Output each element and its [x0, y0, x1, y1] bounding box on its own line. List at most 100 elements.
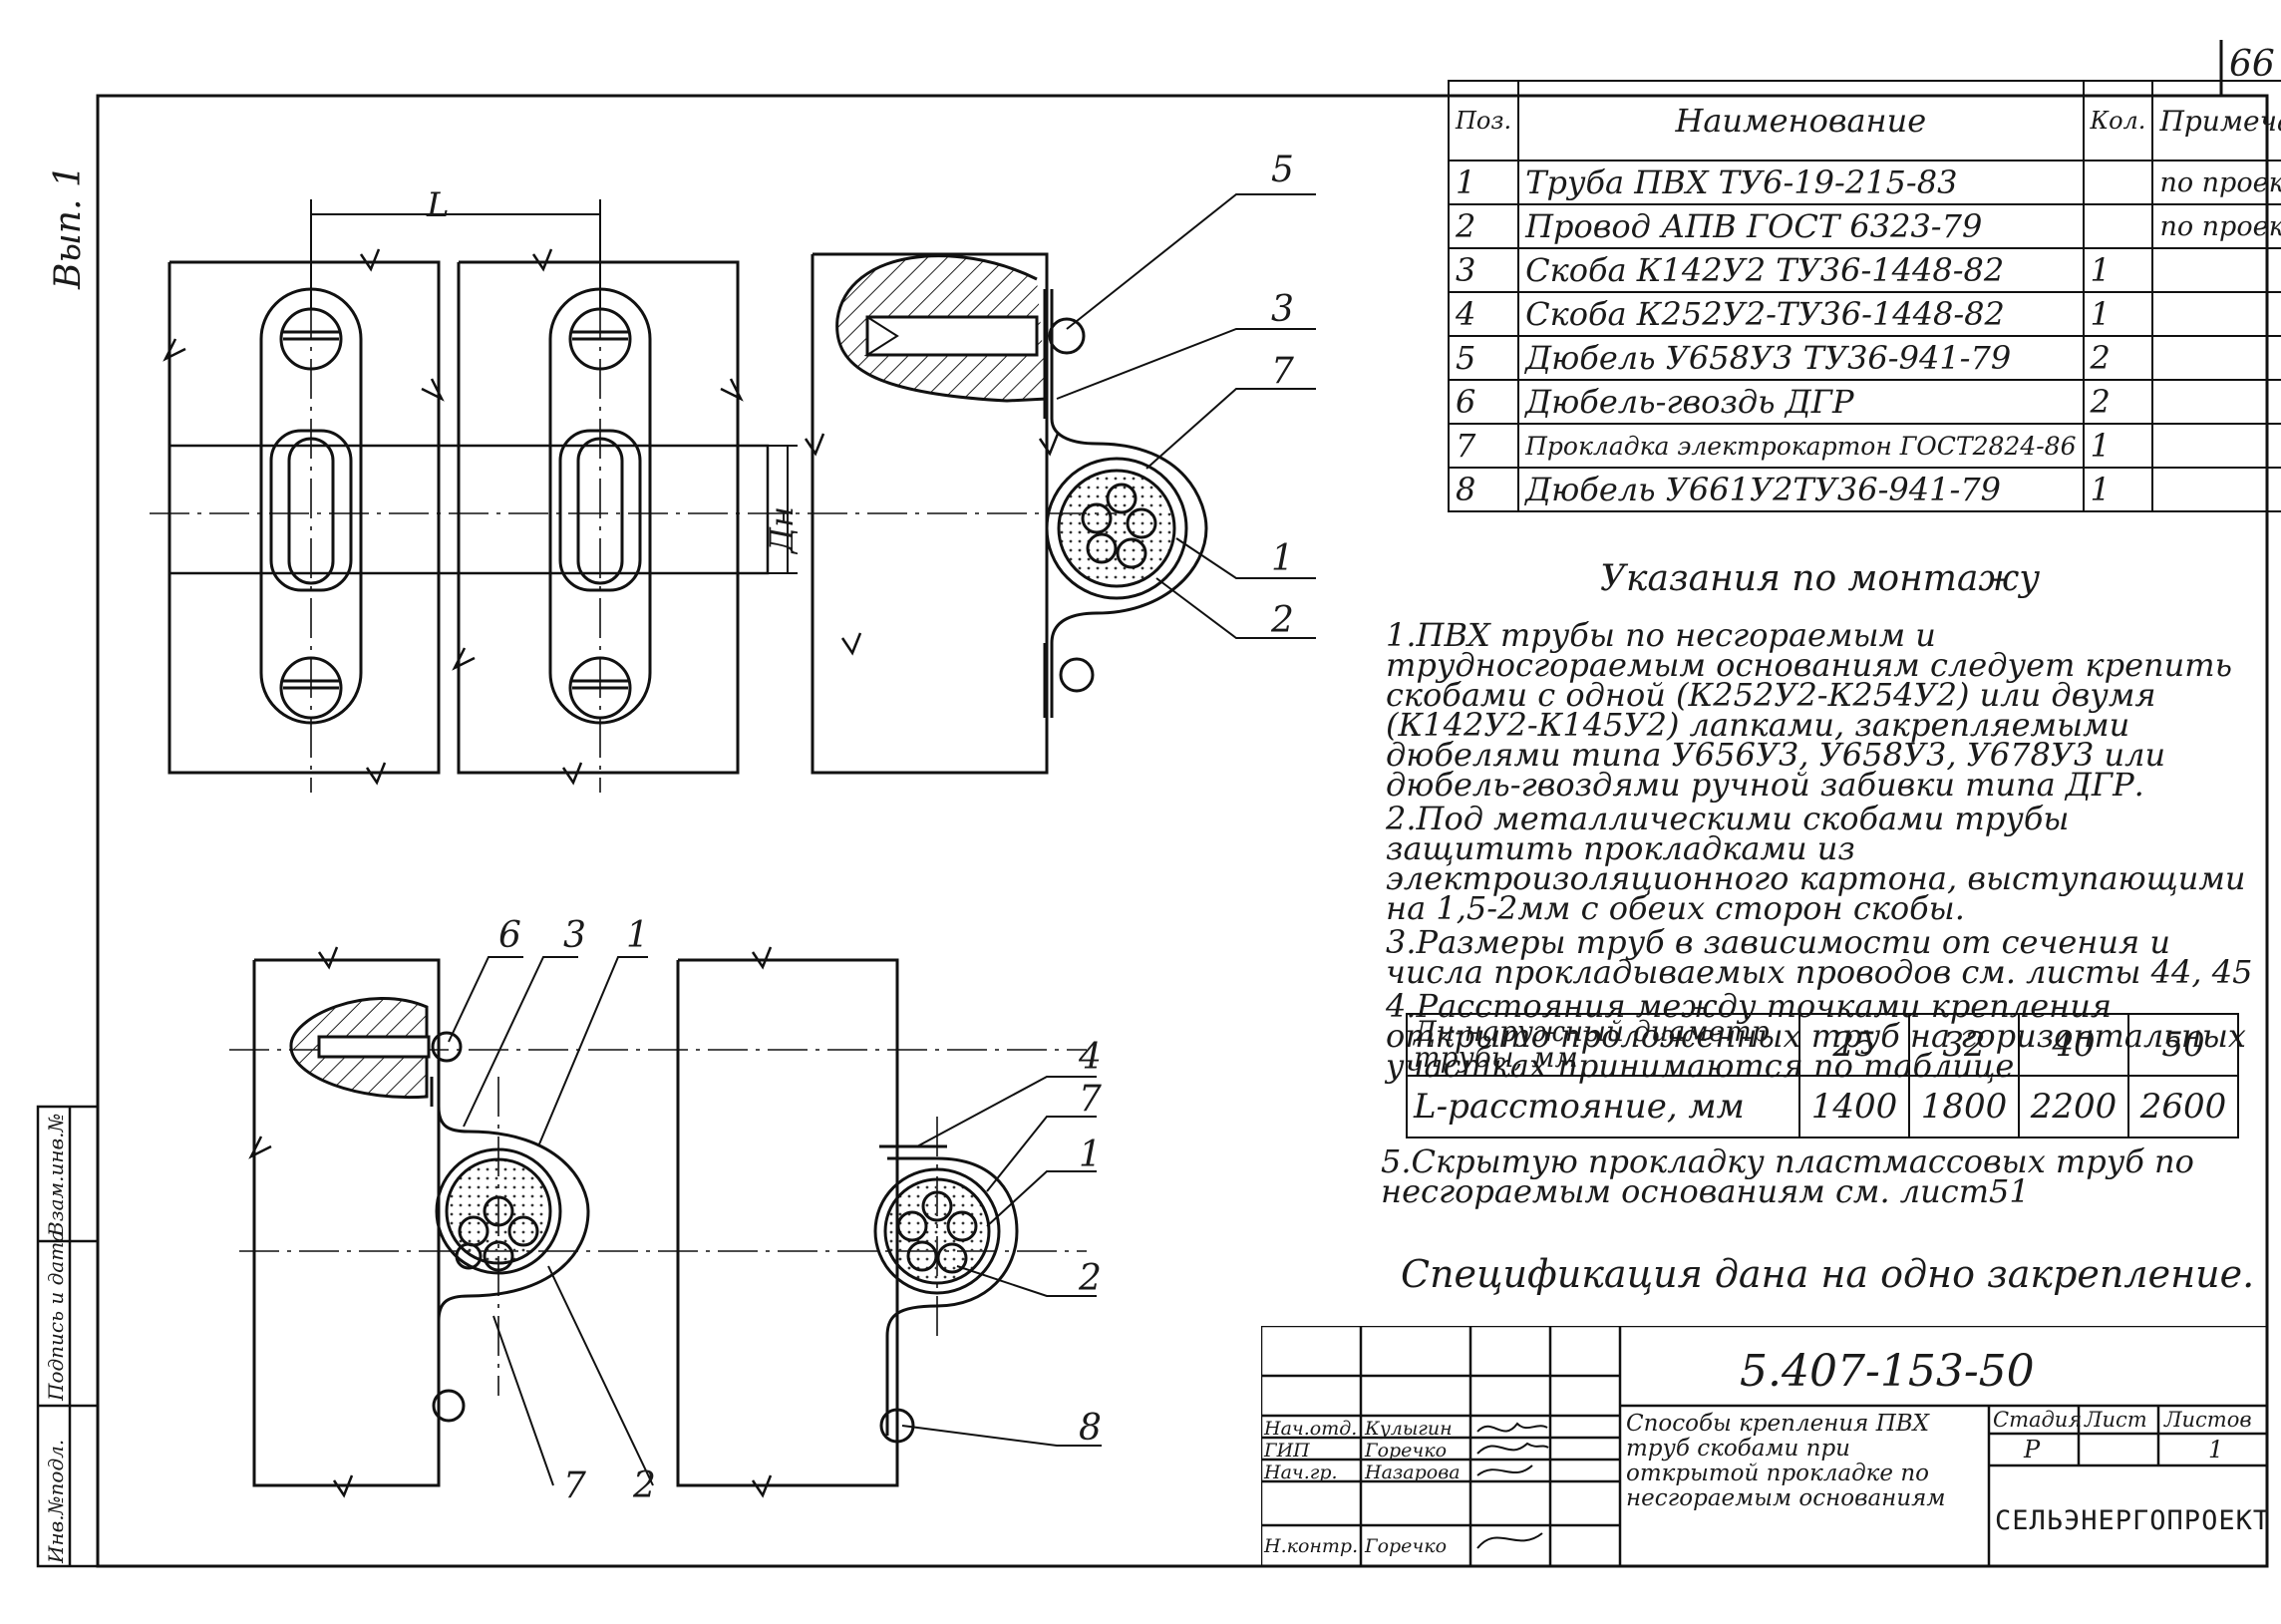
- spec-note: [2151, 335, 2281, 381]
- spec-header-row: Поз. Наименование Кол. Примечание: [1447, 80, 2281, 162]
- signer-name: Назарова: [1365, 1462, 1461, 1483]
- spec-note: [2151, 291, 2281, 337]
- spec-name: Дюбель У661У2ТУ36-941-79: [1517, 467, 2085, 512]
- spec-name: Труба ПВХ ТУ6-19-215-83: [1517, 160, 2085, 205]
- title-block: 5.407-153-50 Способы крепления ПВХ труб …: [1261, 1326, 2269, 1566]
- table-row: 4 Скоба К252У2-ТУ36-1448-82 1: [1447, 291, 2281, 337]
- spec-pos: 4: [1447, 291, 1520, 337]
- table-row: 3 Скоба К142У2 ТУ36-1448-82 1: [1447, 247, 2281, 293]
- spec-pos: 1: [1447, 160, 1520, 205]
- spec-pos: 3: [1447, 247, 1520, 293]
- signer-role: Нач.отд.: [1264, 1418, 1358, 1440]
- signer-role: Н.контр.: [1264, 1535, 1359, 1557]
- section-view-top: [804, 252, 1208, 775]
- distance-value: 2200: [2018, 1075, 2129, 1138]
- title-block-grid: [1261, 1326, 2267, 1566]
- spec-pos: 8: [1447, 467, 1520, 512]
- spec-qty: [2082, 160, 2154, 205]
- spec-qty: [2082, 203, 2154, 249]
- instruction-item: 1.ПВХ трубы по несгораемым и трудносгора…: [1386, 616, 2233, 804]
- spec-header-name: Наименование: [1517, 80, 2085, 162]
- sheets-label: Листов: [2164, 1408, 2252, 1432]
- spec-name: Скоба К142У2 ТУ36-1448-82: [1517, 247, 2085, 293]
- table-row: 1 Труба ПВХ ТУ6-19-215-83 по проекту: [1447, 160, 2281, 205]
- distance-value: 2600: [2127, 1075, 2239, 1138]
- spec-name: Скоба К252У2-ТУ36-1448-82: [1517, 291, 2085, 337]
- spec-qty: 2: [2082, 379, 2154, 425]
- callout-br-8: 8: [1079, 1408, 1102, 1449]
- spec-note: по проекту: [2151, 160, 2281, 205]
- spec-note: [2151, 423, 2281, 469]
- section-view-bottom-right: [873, 1144, 1019, 1444]
- callout-bl-1: 1: [626, 915, 649, 956]
- callout-bl-2: 2: [633, 1465, 656, 1506]
- variant-label: Вып. 1: [48, 164, 89, 289]
- callout-top-3: 3: [1271, 289, 1294, 330]
- table-row: 7 Прокладка электрокартон ГОСТ2824-86 1: [1447, 423, 2281, 469]
- spec-header-note: Примечание: [2151, 80, 2281, 162]
- sheet-label: Лист: [2085, 1408, 2147, 1432]
- spec-name: Дюбель У658У3 ТУ36-941-79: [1517, 335, 2085, 381]
- diameter-value: 25: [1798, 1013, 1910, 1077]
- instruction-item: 2.Под металлическими скобами трубы защит…: [1386, 800, 2246, 927]
- instructions-list: 1.ПВХ трубы по несгораемым и трудносгора…: [1386, 616, 2253, 1082]
- table-row: 5 Дюбель У658У3 ТУ36-941-79 2: [1447, 335, 2281, 381]
- callout-bl-6: 6: [498, 915, 521, 956]
- stamp-sign-label: Подпись и дата: [44, 1229, 68, 1401]
- distance-value: 1400: [1798, 1075, 1910, 1138]
- document-code: 5.407-153-50: [1740, 1346, 2035, 1397]
- diameter-value: 50: [2127, 1013, 2239, 1077]
- section-view-bottom-left: [248, 946, 899, 1498]
- spec-name: Провод АПВ ГОСТ 6323-79: [1517, 203, 2085, 249]
- table-row: 8 Дюбель У661У2ТУ36-941-79 1: [1447, 467, 2281, 512]
- bottom-leaders: [448, 956, 1102, 1486]
- callout-top-5: 5: [1271, 150, 1294, 190]
- spec-name: Дюбель-гвоздь ДГР: [1517, 379, 2085, 425]
- sheet-number: 66: [2229, 44, 2275, 85]
- stage-value: Р: [2024, 1436, 2041, 1463]
- spec-name: Прокладка электрокартон ГОСТ2824-86: [1517, 423, 2085, 469]
- callout-bl-3: 3: [563, 915, 586, 956]
- signer-name: Кулыгин: [1365, 1418, 1453, 1440]
- instruction-item-5: 5.Скрытую прокладку пластмассовых труб п…: [1381, 1142, 2258, 1210]
- table-row: Дн-наружный диаметр трубы, мм 25 32 40 5…: [1406, 1013, 2239, 1077]
- table-row: L-расстояние, мм 1400 1800 2200 2600: [1406, 1075, 2239, 1138]
- spec-qty: 1: [2082, 423, 2154, 469]
- spec-qty: 1: [2082, 467, 2154, 512]
- spec-pos: 2: [1447, 203, 1520, 249]
- callout-br-7: 7: [1079, 1079, 1102, 1120]
- stamp-replace-label: Взам.инв.№: [44, 1113, 68, 1236]
- signer-name: Горечко: [1365, 1440, 1448, 1462]
- instruction-item: 5.Скрытую прокладку пластмассовых труб п…: [1381, 1142, 2194, 1210]
- spec-note: по проекту: [2151, 203, 2281, 249]
- specification-table: Поз. Наименование Кол. Примечание 1 Труб…: [1447, 80, 2281, 512]
- spec-qty: 1: [2082, 291, 2154, 337]
- spec-pos: 7: [1447, 423, 1520, 469]
- dimension-Dn-label: Дн: [763, 505, 801, 553]
- spec-qty: 2: [2082, 335, 2154, 381]
- specification-footnote: Спецификация дана на одно закрепление.: [1401, 1252, 2255, 1296]
- diameter-value: 32: [1908, 1013, 2020, 1077]
- stamp-inv-label: Инв.№подл.: [44, 1439, 68, 1563]
- table-row: 2 Провод АПВ ГОСТ 6323-79 по проекту: [1447, 203, 2281, 249]
- callout-br-4: 4: [1079, 1037, 1102, 1078]
- dimension-L-label: L: [427, 185, 450, 225]
- spec-qty: 1: [2082, 247, 2154, 293]
- diameter-value: 40: [2018, 1013, 2129, 1077]
- side-stamp: [36, 1105, 100, 1568]
- callout-bl-7: 7: [563, 1465, 586, 1506]
- spec-header-qty: Кол.: [2082, 80, 2154, 162]
- table-row: 6 Дюбель-гвоздь ДГР 2: [1447, 379, 2281, 425]
- sheets-value: 1: [2208, 1436, 2224, 1463]
- spec-note: [2151, 379, 2281, 425]
- spec-pos: 6: [1447, 379, 1520, 425]
- spec-pos: 5: [1447, 335, 1520, 381]
- centerlines: [150, 239, 1117, 1396]
- distance-value: 1800: [1908, 1075, 2020, 1138]
- callout-top-1: 1: [1271, 538, 1294, 579]
- plan-view-top: [163, 199, 798, 786]
- diameter-label: Дн-наружный диаметр трубы, мм: [1406, 1013, 1800, 1077]
- signer-role: Нач.гр.: [1264, 1462, 1338, 1483]
- callout-br-1: 1: [1079, 1135, 1102, 1175]
